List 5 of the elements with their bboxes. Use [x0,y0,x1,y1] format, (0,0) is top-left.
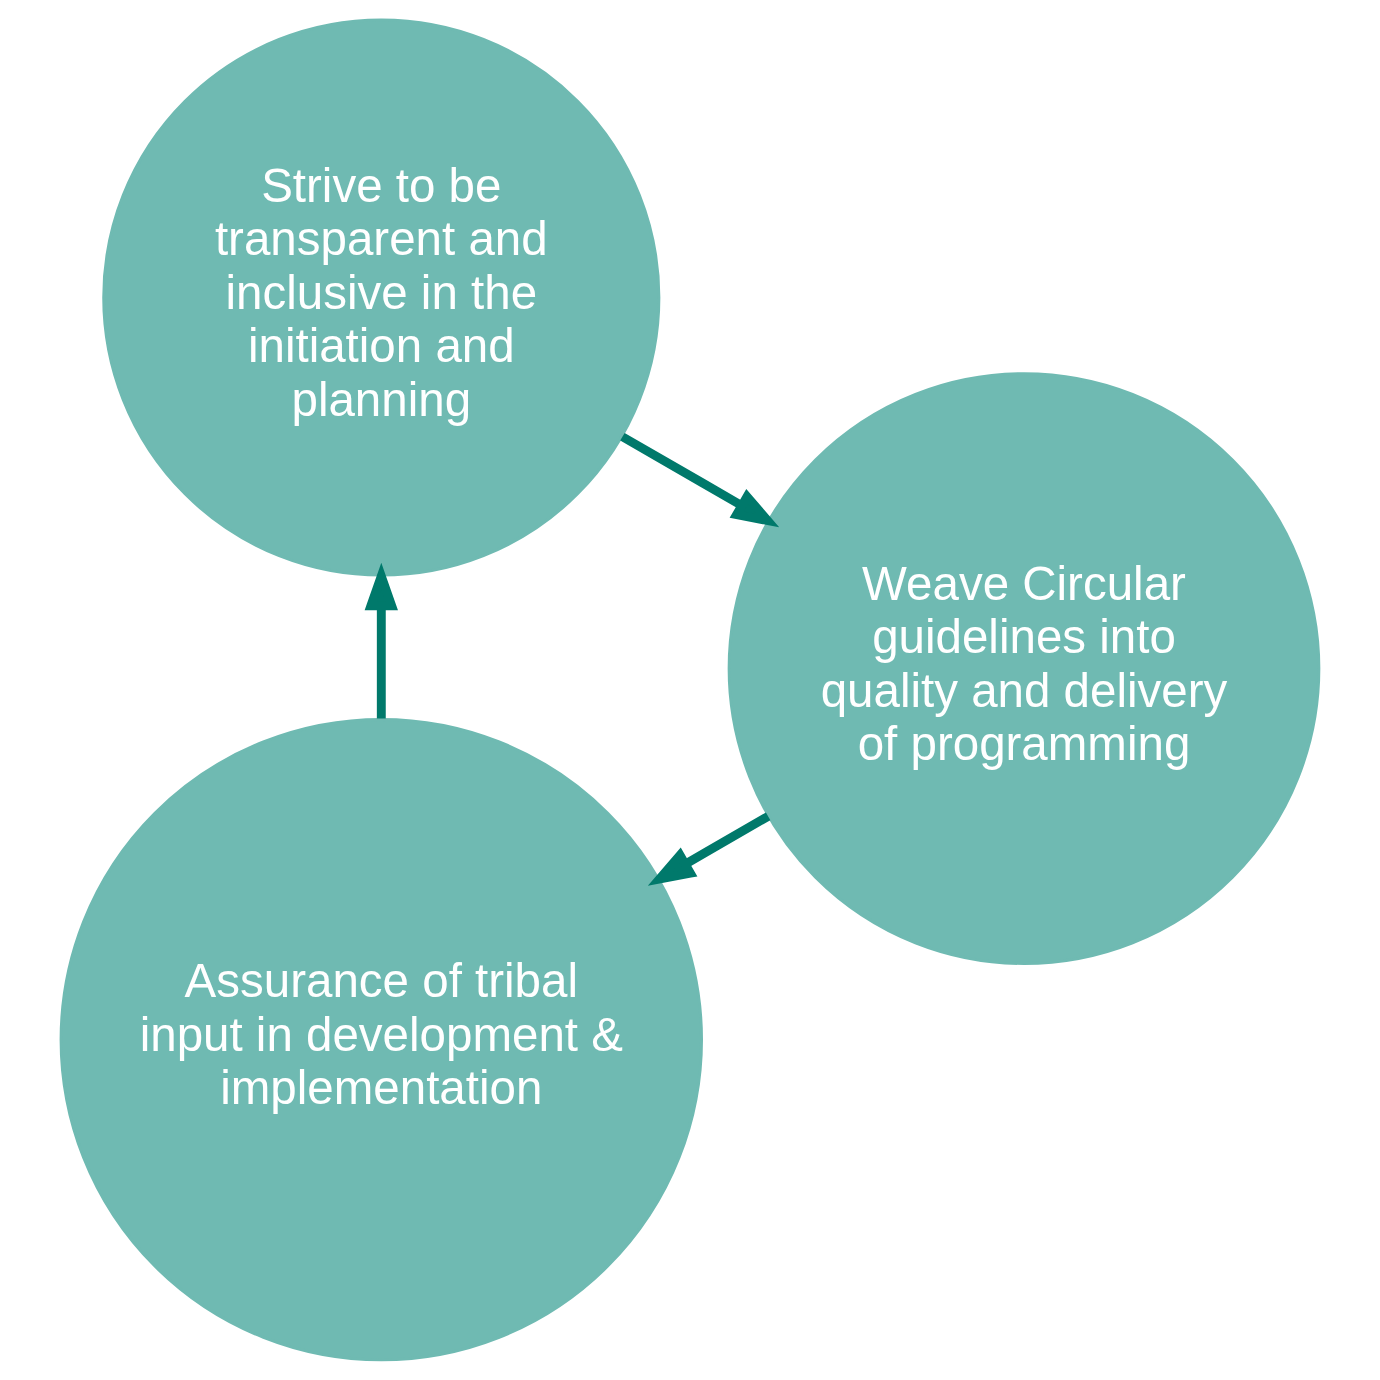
arrow [620,432,780,528]
node-circle: Strive to be transparent and inclusive in the initiation and planning [102,18,661,577]
arrow [647,812,771,886]
node-circle: Assurance of tribal input in development & implementation [59,717,703,1362]
arrow [364,562,398,719]
